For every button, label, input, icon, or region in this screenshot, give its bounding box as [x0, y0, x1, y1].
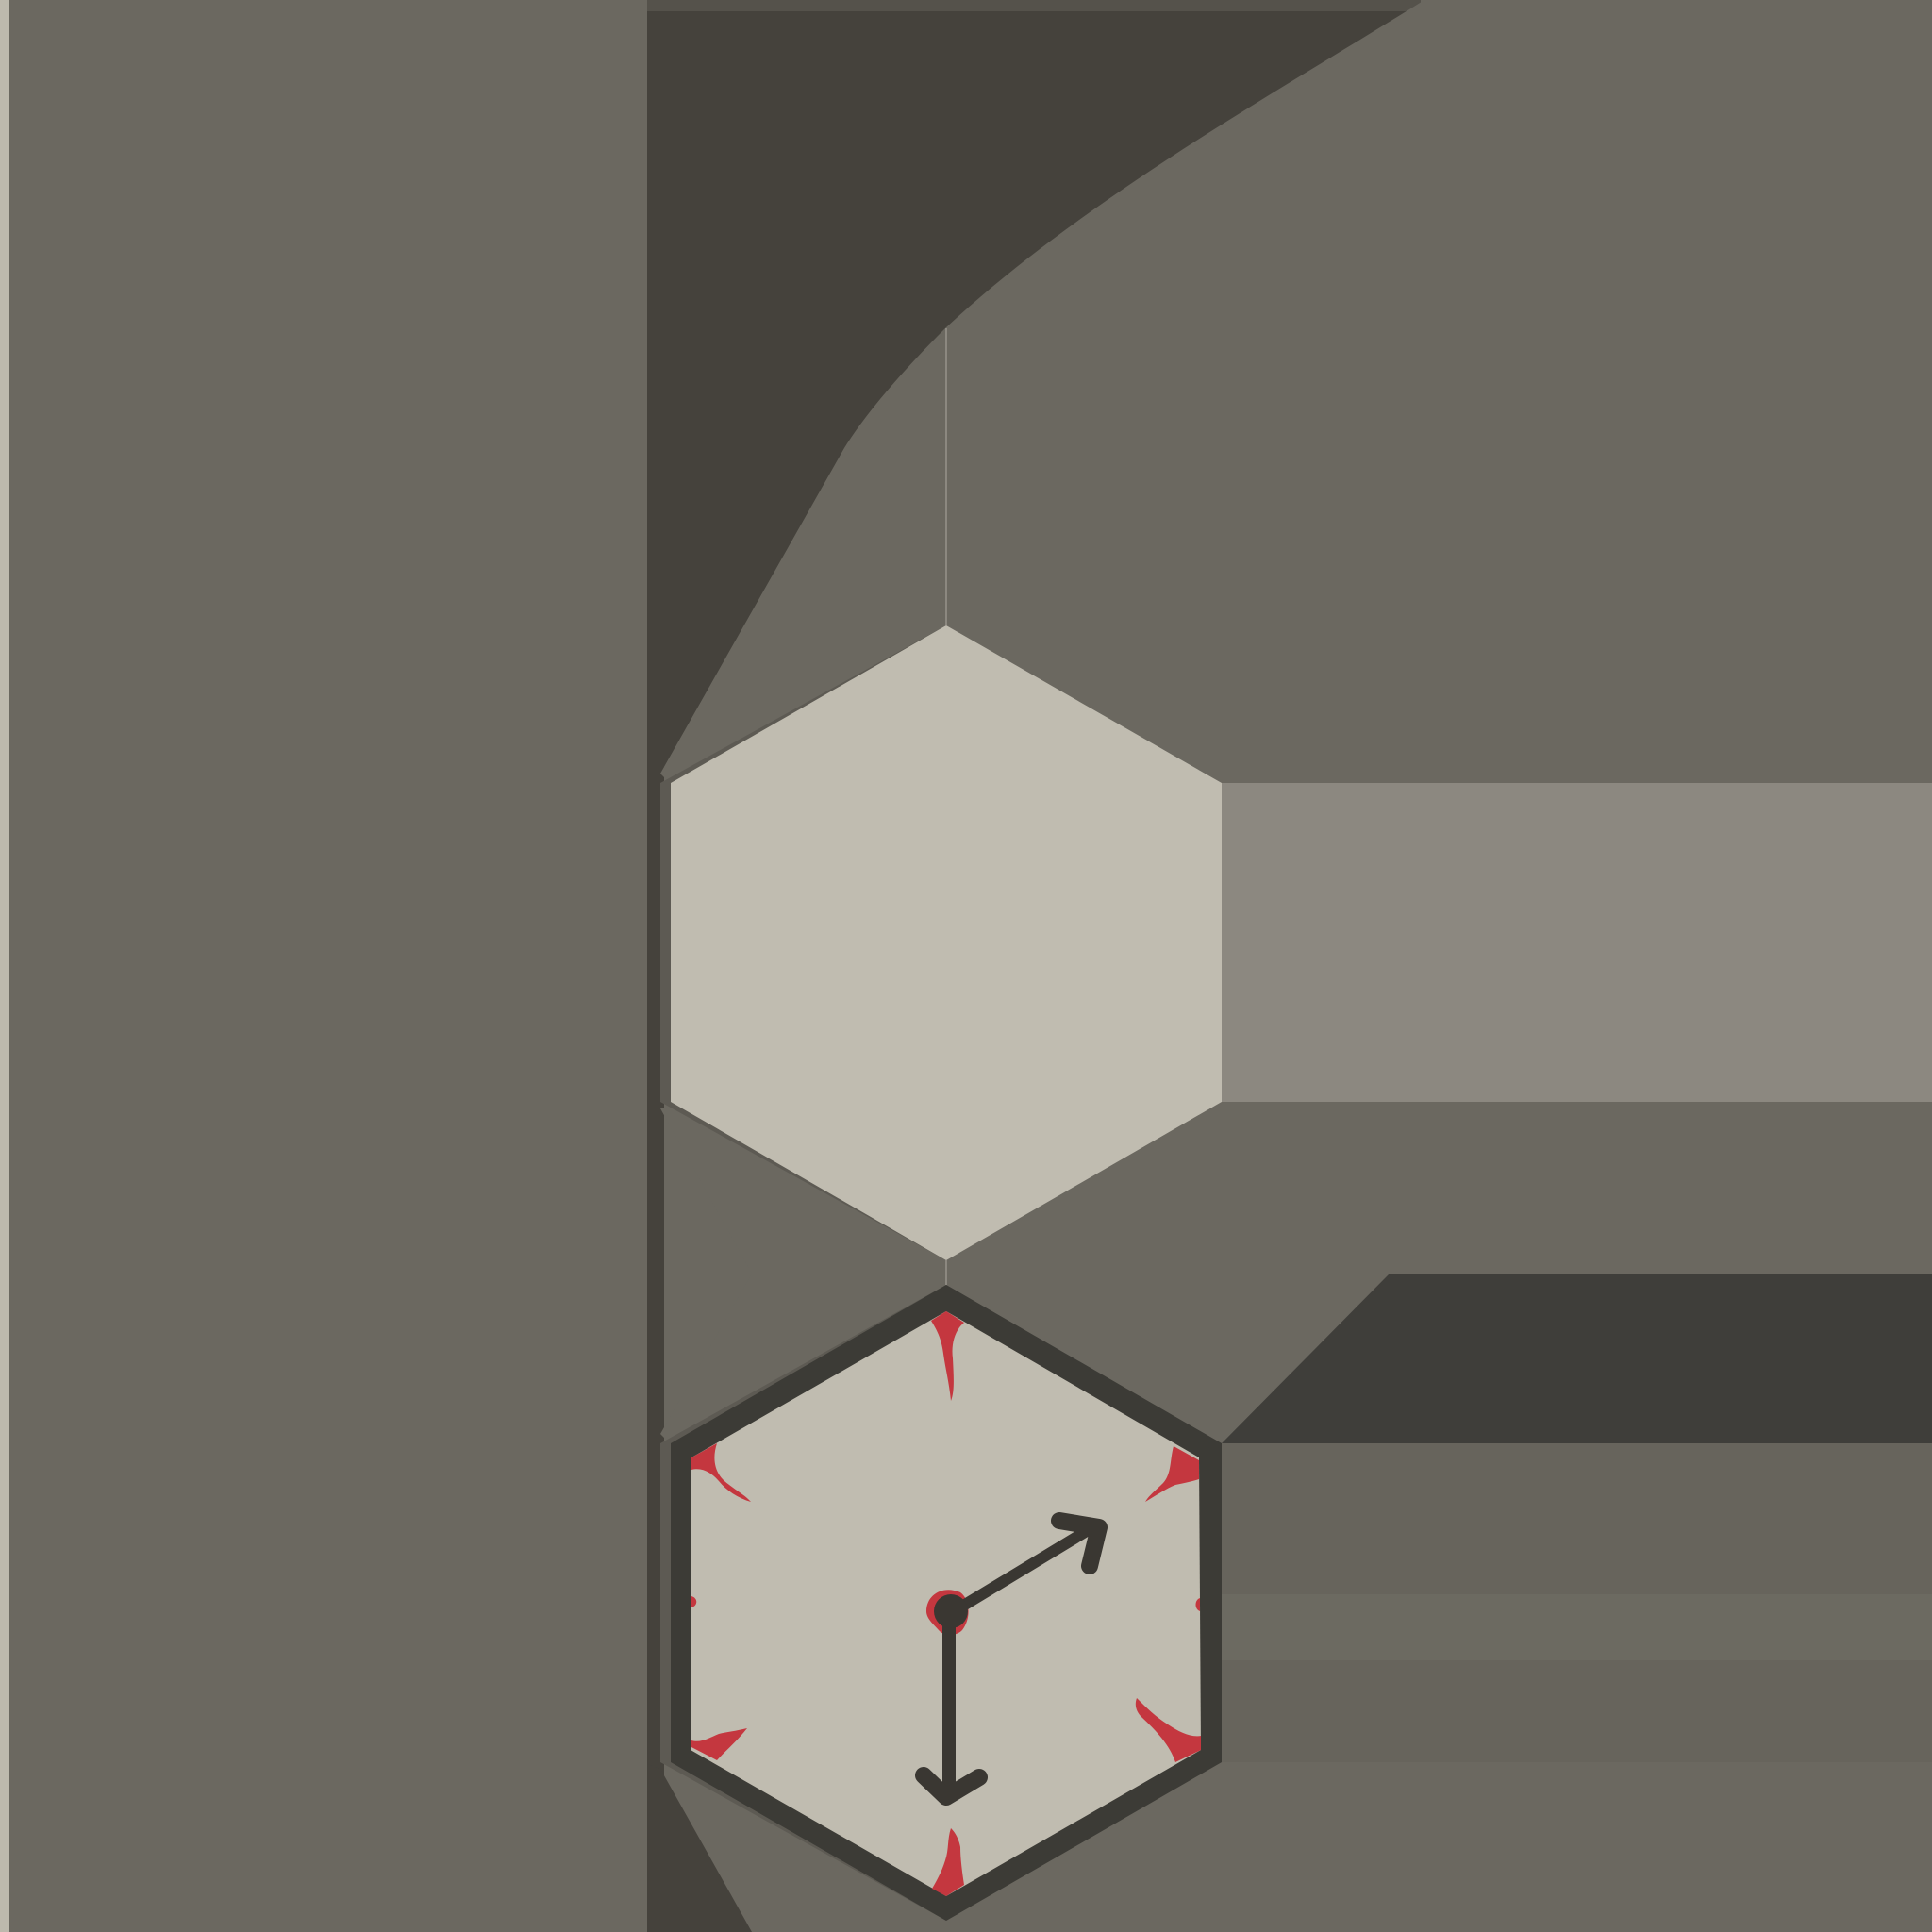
- clock-pivot: [934, 1594, 968, 1628]
- mark-lower-left: [691, 1728, 747, 1760]
- mark-left: [691, 1596, 697, 1607]
- mark-upper-right: [1145, 1446, 1199, 1502]
- bottom-wedge: [647, 1764, 752, 1932]
- upper-curve-shape: [660, 328, 946, 783]
- blank-hex-face: [671, 625, 1222, 1260]
- mark-lower-right: [1135, 1698, 1201, 1762]
- dark-channel-upper: [647, 0, 1932, 774]
- top-edge: [647, 0, 1421, 11]
- mark-top: [931, 1311, 964, 1401]
- lower-right-highlight: [1222, 1594, 1932, 1660]
- mark-right: [1195, 1598, 1200, 1611]
- minute-hand-arrowhead: [915, 1767, 988, 1806]
- blank-hex-tile[interactable]: [660, 625, 1222, 1260]
- clock-hex-tile[interactable]: [660, 1285, 1222, 1921]
- clock-hands: [915, 1512, 1108, 1806]
- upper-right-shape: [946, 0, 1932, 783]
- hour-hand-arrowhead: [1051, 1512, 1108, 1574]
- mark-bottom: [932, 1828, 964, 1896]
- left-border-line: [0, 0, 9, 1932]
- dark-strip: [1222, 1274, 1932, 1443]
- hour-hand: [945, 1521, 1100, 1619]
- mark-upper-left: [691, 1443, 751, 1502]
- right-band: [1222, 783, 1932, 1102]
